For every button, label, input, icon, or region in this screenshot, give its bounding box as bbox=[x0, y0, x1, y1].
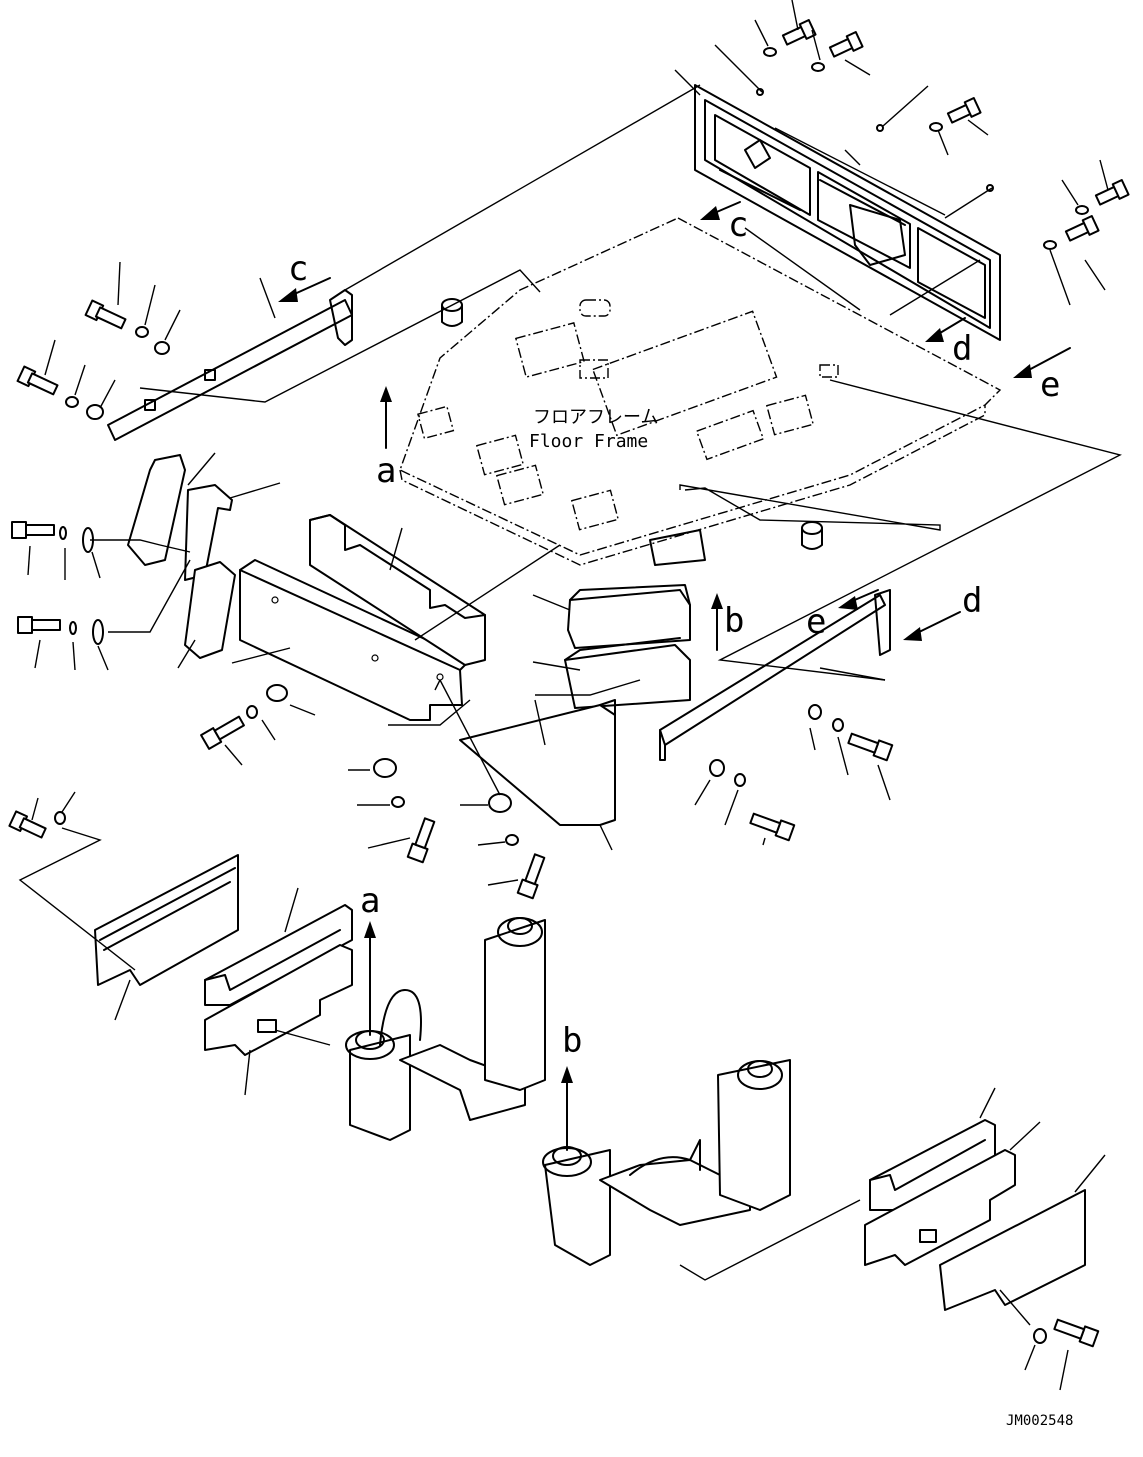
left-upper-rail bbox=[107, 289, 353, 441]
floor-frame-label-en: Floor Frame bbox=[529, 431, 648, 452]
view-label-e: e bbox=[1040, 365, 1060, 405]
drawing-number: JM002548 bbox=[1006, 1413, 1073, 1429]
mount-bracket-right bbox=[542, 1059, 791, 1266]
right-rail bbox=[659, 589, 891, 761]
lower-left-foam bbox=[204, 904, 353, 1056]
rear-panel bbox=[694, 84, 1001, 341]
lower-left-plate bbox=[94, 854, 239, 986]
mount-bracket-left bbox=[345, 917, 546, 1141]
floor-frame bbox=[399, 217, 1002, 566]
leader-lines bbox=[18, 0, 1122, 1391]
lower-right-plate bbox=[939, 1189, 1086, 1311]
floor-frame-label-jp: フロアフレーム bbox=[533, 407, 658, 428]
view-label-d: d bbox=[952, 329, 972, 369]
view-label-d: d bbox=[962, 581, 982, 621]
view-arrows bbox=[278, 201, 1071, 1151]
duct-cover-center bbox=[459, 699, 616, 826]
view-label-a: a bbox=[360, 881, 380, 921]
lower-right-foam bbox=[864, 1119, 1016, 1266]
view-label-b: b bbox=[724, 601, 744, 641]
view-label-e: e bbox=[806, 602, 826, 642]
foam-insulation-center bbox=[309, 514, 486, 666]
view-label-c: c bbox=[288, 249, 308, 289]
view-label-b: b bbox=[562, 1021, 582, 1061]
left-brackets bbox=[127, 454, 236, 659]
view-label-a: a bbox=[376, 451, 396, 491]
foam-insulation-right bbox=[564, 584, 691, 709]
view-label-c: c bbox=[728, 205, 748, 245]
fasteners bbox=[8, 19, 1130, 1348]
